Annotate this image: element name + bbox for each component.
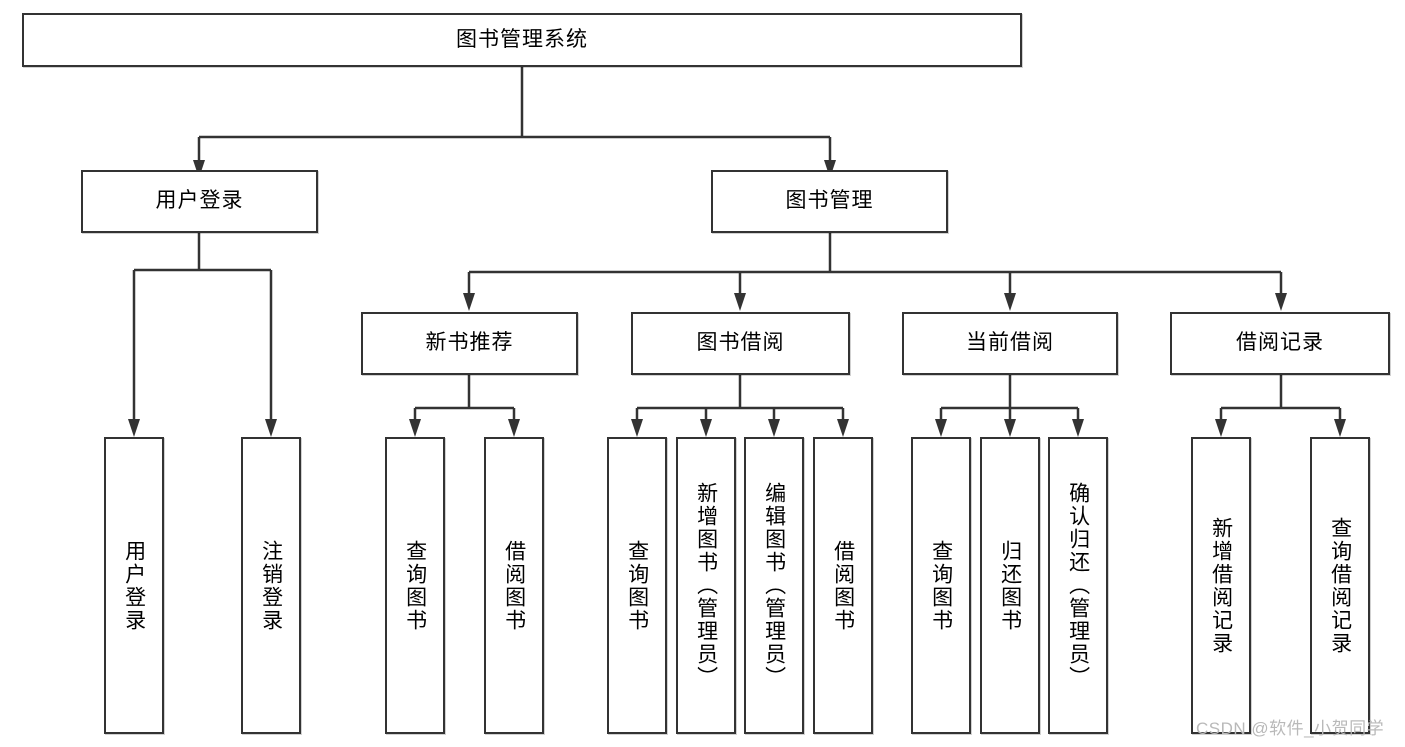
node-leaf-confirm-return[interactable]: 确认归还（管理员） xyxy=(1048,437,1108,734)
node-leaf-query-book-3-label: 查询图书 xyxy=(929,539,953,632)
node-user-login-label: 用户登录 xyxy=(155,189,244,213)
node-leaf-add-book-label: 新增图书（管理员） xyxy=(694,482,718,689)
arrowhead-book-borrow xyxy=(734,293,746,311)
arrowhead-leaf-confirm xyxy=(1072,419,1084,437)
node-book-borrow-label: 图书借阅 xyxy=(696,331,785,355)
node-root-label: 图书管理系统 xyxy=(456,27,588,51)
arrowhead-leaf-add xyxy=(700,419,712,437)
arrowhead-leaf-q1 xyxy=(409,419,421,437)
node-leaf-return-book[interactable]: 归还图书 xyxy=(980,437,1040,734)
node-leaf-logout[interactable]: 注销登录 xyxy=(241,437,301,734)
node-leaf-confirm-return-label: 确认归还（管理员） xyxy=(1066,482,1090,689)
node-leaf-borrow-book-2[interactable]: 借阅图书 xyxy=(813,437,873,734)
node-borrow-record-label: 借阅记录 xyxy=(1236,331,1324,355)
arrow-heads xyxy=(128,160,1346,437)
watermark-text: CSDN @软件_小贺同学 xyxy=(1196,719,1385,738)
node-leaf-logout-label: 注销登录 xyxy=(259,539,283,632)
node-leaf-add-record[interactable]: 新增借阅记录 xyxy=(1191,437,1251,734)
arrowhead-new-book xyxy=(463,293,475,311)
node-user-login[interactable]: 用户登录 xyxy=(81,170,318,233)
arrowhead-leaf-user-login xyxy=(128,419,140,437)
node-new-book-recommend-label: 新书推荐 xyxy=(425,331,514,355)
node-leaf-query-record-label: 查询借阅记录 xyxy=(1328,516,1352,655)
arrowhead-leaf-return xyxy=(1004,419,1016,437)
node-leaf-query-book-2-label: 查询图书 xyxy=(625,539,649,632)
node-leaf-edit-book[interactable]: 编辑图书（管理员） xyxy=(744,437,804,734)
node-leaf-query-book-2[interactable]: 查询图书 xyxy=(607,437,667,734)
node-leaf-borrow-book-2-label: 借阅图书 xyxy=(831,539,855,632)
node-leaf-query-book-3[interactable]: 查询图书 xyxy=(911,437,971,734)
arrowhead-leaf-qrec xyxy=(1334,419,1346,437)
arrowhead-leaf-q2 xyxy=(631,419,643,437)
node-leaf-return-book-label: 归还图书 xyxy=(998,539,1022,632)
node-new-book-recommend[interactable]: 新书推荐 xyxy=(361,312,578,375)
arrowhead-book-management xyxy=(824,160,836,178)
arrowhead-current-borrow xyxy=(1004,293,1016,311)
node-leaf-add-book[interactable]: 新增图书（管理员） xyxy=(676,437,736,734)
node-current-borrow-label: 当前借阅 xyxy=(966,331,1054,355)
node-leaf-query-book-1[interactable]: 查询图书 xyxy=(385,437,445,734)
node-leaf-borrow-book-1[interactable]: 借阅图书 xyxy=(484,437,544,734)
node-leaf-user-login-label: 用户登录 xyxy=(122,539,146,632)
arrowhead-leaf-q3 xyxy=(935,419,947,437)
arrowhead-leaf-edit xyxy=(768,419,780,437)
arrowhead-borrow-record xyxy=(1275,293,1287,311)
node-current-borrow[interactable]: 当前借阅 xyxy=(902,312,1118,375)
node-book-management[interactable]: 图书管理 xyxy=(711,170,948,233)
node-leaf-edit-book-label: 编辑图书（管理员） xyxy=(762,482,786,689)
arrowhead-leaf-b2 xyxy=(837,419,849,437)
node-leaf-query-record[interactable]: 查询借阅记录 xyxy=(1310,437,1370,734)
arrowhead-leaf-b1 xyxy=(508,419,520,437)
arrowhead-user-login xyxy=(193,160,205,178)
node-leaf-add-record-label: 新增借阅记录 xyxy=(1209,516,1233,655)
node-leaf-query-book-1-label: 查询图书 xyxy=(403,539,427,632)
node-root[interactable]: 图书管理系统 xyxy=(22,13,1022,67)
node-leaf-borrow-book-1-label: 借阅图书 xyxy=(502,539,526,632)
arrowhead-leaf-addrec xyxy=(1215,419,1227,437)
node-borrow-record[interactable]: 借阅记录 xyxy=(1170,312,1390,375)
arrowhead-leaf-logout xyxy=(265,419,277,437)
node-book-borrow[interactable]: 图书借阅 xyxy=(631,312,850,375)
node-book-management-label: 图书管理 xyxy=(785,189,874,213)
node-leaf-user-login[interactable]: 用户登录 xyxy=(104,437,164,734)
